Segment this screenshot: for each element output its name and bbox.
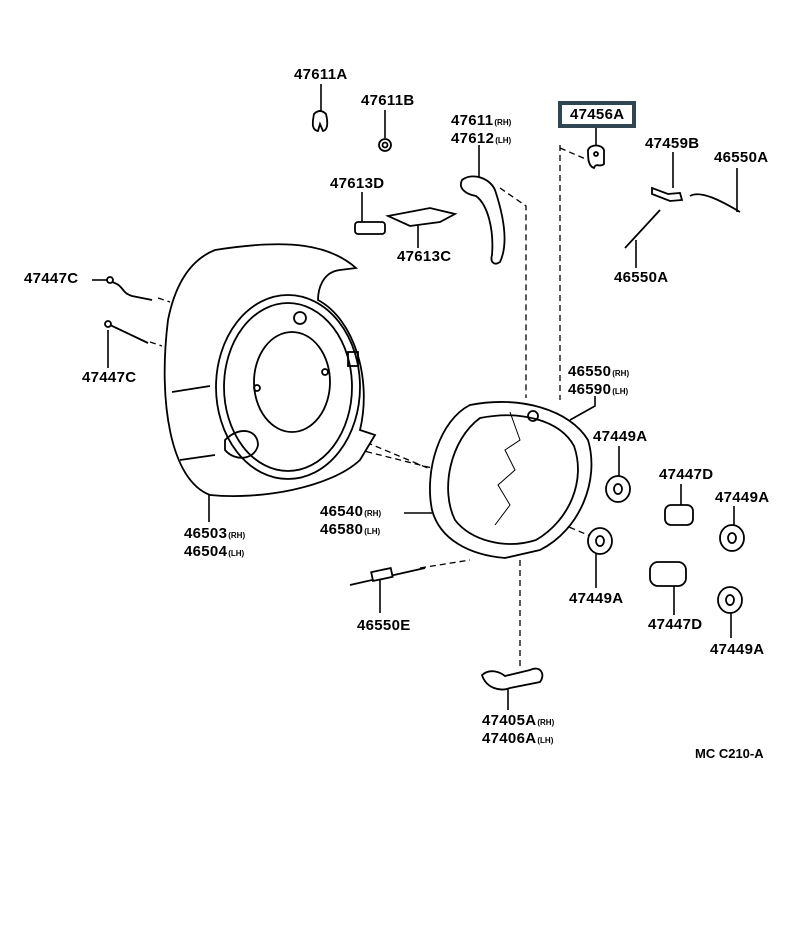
side-lh: (LH) — [612, 387, 629, 396]
part-number: 47449A — [569, 590, 624, 607]
part-label-47447C-bottom[interactable]: 47447C — [82, 370, 136, 386]
part-number: 46590 — [568, 381, 612, 398]
part-number: 47611 — [451, 112, 494, 129]
small-parts-drawing — [104, 110, 745, 691]
part-number: 47611B — [361, 92, 415, 109]
part-number: 47611A — [294, 66, 348, 83]
part-label-47447C-top[interactable]: 47447C — [24, 271, 78, 287]
part-label-46503-46504[interactable]: 46503(RH) 46504(LH) — [184, 526, 245, 562]
part-number: 47612 — [451, 130, 495, 147]
part-label-47611B[interactable]: 47611B — [361, 93, 415, 109]
part-label-46550-46590[interactable]: 46550(RH) 46590(LH) — [568, 364, 629, 400]
part-label-47613D[interactable]: 47613D — [330, 176, 384, 192]
part-number: 46550 — [568, 363, 612, 380]
part-number: 47447C — [24, 270, 79, 287]
part-label-47405A-47406A[interactable]: 47405A(RH) 47406A(LH) — [482, 713, 554, 749]
part-label-47449A-2[interactable]: 47449A — [715, 490, 769, 506]
part-number: 46580 — [320, 521, 364, 538]
part-label-47459B[interactable]: 47459B — [645, 136, 699, 152]
part-label-46540-46580[interactable]: 46540(RH) 46580(LH) — [320, 504, 381, 540]
part-label-47449A-3[interactable]: 47449A — [569, 591, 623, 607]
part-number: 47449A — [593, 428, 648, 445]
part-number: 46503 — [184, 525, 228, 542]
part-number: 46550E — [357, 617, 411, 634]
brake-shoe-drawing — [429, 401, 593, 559]
part-label-47447D-2[interactable]: 47447D — [648, 617, 702, 633]
part-number: 46540 — [320, 503, 364, 520]
leader-lines — [92, 84, 738, 710]
part-number: 46504 — [184, 543, 228, 560]
part-number: 47447D — [659, 466, 714, 483]
diagram-reference-code: MC C210-A — [695, 746, 764, 761]
side-lh: (LH) — [495, 136, 512, 145]
side-rh: (RH) — [612, 369, 630, 378]
part-number: 47613D — [330, 175, 385, 192]
side-lh: (LH) — [537, 736, 554, 745]
part-number: 47449A — [710, 641, 765, 658]
part-label-47449A-1[interactable]: 47449A — [593, 429, 647, 445]
part-label-47449A-4[interactable]: 47449A — [710, 642, 764, 658]
part-label-46550A-mid[interactable]: 46550A — [614, 270, 668, 286]
part-number: 47447D — [648, 616, 703, 633]
part-number: 47405A — [482, 712, 537, 729]
part-label-47611A[interactable]: 47611A — [294, 67, 348, 83]
backing-plate-drawing — [163, 243, 377, 498]
side-lh: (LH) — [364, 527, 381, 536]
side-rh: (RH) — [537, 718, 555, 727]
part-label-47447D-1[interactable]: 47447D — [659, 467, 713, 483]
side-rh: (RH) — [494, 118, 512, 127]
part-number: 47459B — [645, 135, 700, 152]
part-number: 47456A — [570, 106, 625, 123]
part-number: 46550A — [714, 149, 769, 166]
part-label-46550E[interactable]: 46550E — [357, 618, 411, 634]
part-label-47613C[interactable]: 47613C — [397, 249, 451, 265]
part-number: 47406A — [482, 730, 537, 747]
part-number: 47447C — [82, 369, 137, 386]
part-label-47611-47612[interactable]: 47611(RH) 47612(LH) — [451, 113, 511, 149]
part-number: 46550A — [614, 269, 669, 286]
side-rh: (RH) — [228, 531, 246, 540]
part-number: 47613C — [397, 248, 452, 265]
side-lh: (LH) — [228, 549, 245, 558]
part-label-46550A-top[interactable]: 46550A — [714, 150, 768, 166]
part-label-47456A-highlighted[interactable]: 47456A — [558, 101, 637, 128]
side-rh: (RH) — [364, 509, 382, 518]
part-number: 47449A — [715, 489, 770, 506]
